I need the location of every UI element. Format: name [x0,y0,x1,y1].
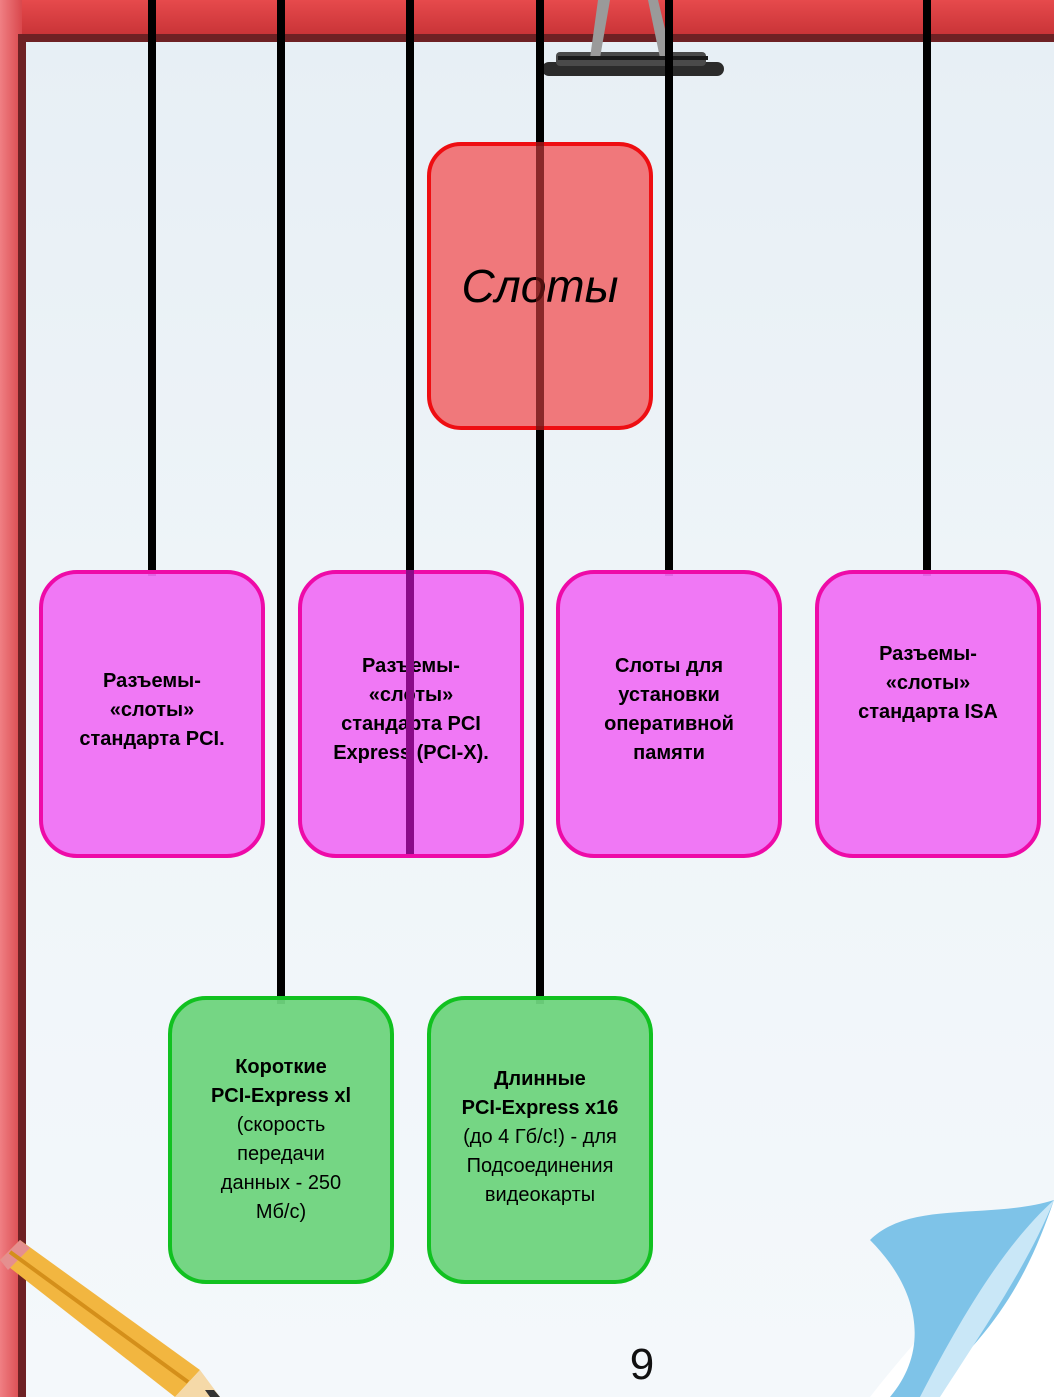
connector-pci-express-x1 [277,0,285,1004]
frame-left [0,0,22,1397]
connector-overlay-pci-express [406,570,414,854]
connector-pci-express-x16 [536,0,544,1004]
node-label: Разъемы- «слоты» стандарта PCI. [79,669,225,750]
node-pci-express-x1: Короткие PCI-Express xl (скорость переда… [168,996,394,1284]
node-pci: Разъемы- «слоты» стандарта PCI. [39,570,265,858]
node-detail: (до 4 Гб/с!) - для Подсоединения видеока… [463,1125,617,1206]
node-detail: (скорость передачи данных - 250 Мб/с) [220,1114,342,1223]
connector-pci-express [406,0,414,576]
connector-pci [148,0,156,576]
node-label: Разъемы- «слоты» стандарта ISA [858,642,998,723]
node-label: Слоты для установки оперативной памяти [604,655,734,764]
node-label: Разъемы- «слоты» стандарта PCI Express (… [333,655,489,764]
node-title: Длинные PCI-Express x16 [461,1067,619,1119]
page-curl-icon [870,1200,1054,1397]
connector-isa [923,0,931,576]
node-memory-slots: Слоты для установки оперативной памяти [556,570,782,858]
connector-memory-slots [665,0,673,576]
node-pci-express-x16: Длинные PCI-Express x16 (до 4 Гб/с!) - д… [427,996,653,1284]
connector-through-root [536,142,544,430]
pencil-icon [0,1240,220,1397]
binder-clip-icon [542,0,724,76]
node-title: Короткие PCI-Express xl [210,1056,352,1107]
page-number: 9 [629,1340,655,1389]
node-isa: Разъемы- «слоты» стандарта ISA [815,570,1041,858]
